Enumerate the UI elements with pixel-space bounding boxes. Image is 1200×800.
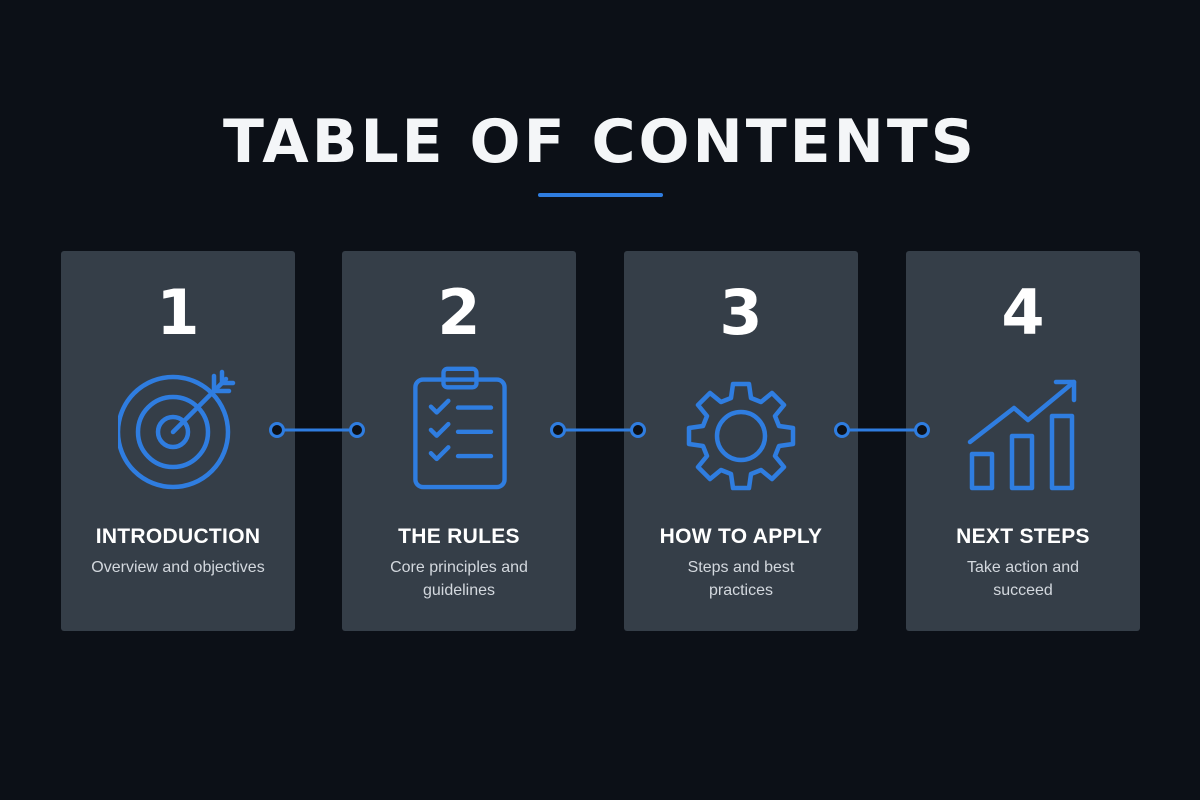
target-icon <box>118 369 236 490</box>
section-title: THE RULES <box>398 525 520 548</box>
clipboard-checklist-icon <box>413 366 507 490</box>
section-card-how-to-apply[interactable]: 3 HOW TO APPLY Steps and best practices <box>624 251 858 631</box>
title-underline <box>538 193 663 197</box>
section-description: Take action and succeed <box>966 559 1080 599</box>
section-card-next-steps[interactable]: 4 NEXT STEPS Take action and succeed <box>906 251 1140 631</box>
section-number: 1 <box>156 276 200 349</box>
section-title: HOW TO APPLY <box>659 525 823 548</box>
page-title: TABLE OF CONTENTS <box>223 107 977 177</box>
section-description: Overview and objectives <box>91 559 265 576</box>
connector-1-2 <box>269 422 365 438</box>
section-card-the-rules[interactable]: 2 THE RULES Core principles and guidelin… <box>342 251 576 631</box>
connector-2-3 <box>550 422 646 438</box>
section-title: NEXT STEPS <box>956 525 1090 548</box>
gear-icon <box>686 381 796 491</box>
section-description: Core principles and guidelines <box>390 559 528 599</box>
section-number: 3 <box>719 276 763 349</box>
section-description: Steps and best practices <box>687 559 795 599</box>
section-number: 2 <box>437 276 481 349</box>
connector-3-4 <box>834 422 930 438</box>
section-title: INTRODUCTION <box>95 525 261 548</box>
growth-chart-icon <box>967 379 1077 491</box>
section-card-introduction[interactable]: 1 INTRODUCTION Overview and objectives <box>61 251 295 631</box>
section-number: 4 <box>1001 276 1045 349</box>
